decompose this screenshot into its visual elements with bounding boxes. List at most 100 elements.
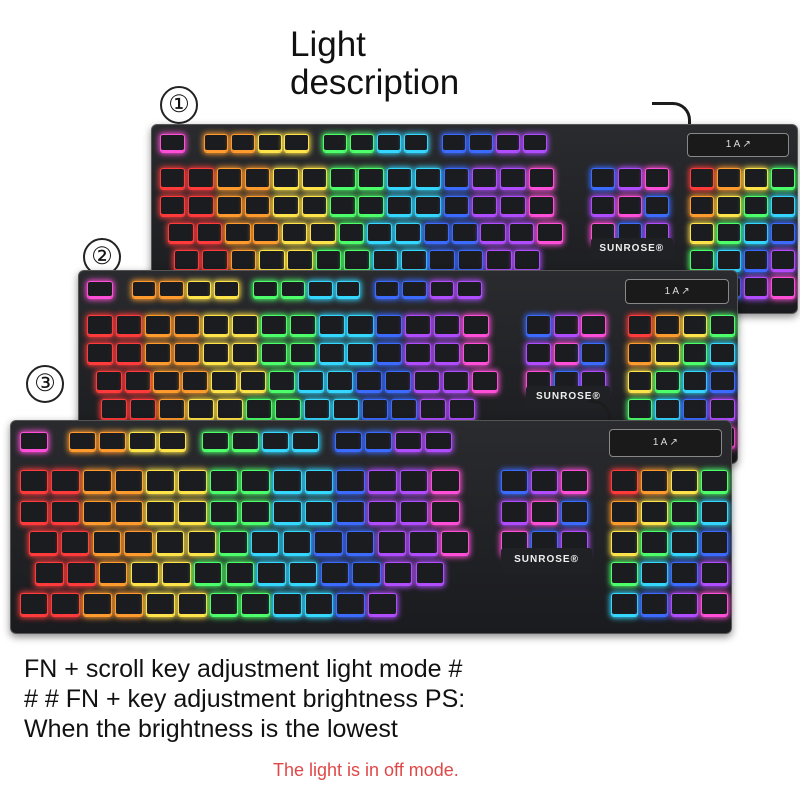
key — [241, 500, 270, 525]
key — [182, 370, 209, 393]
key — [178, 500, 207, 525]
key — [153, 370, 180, 393]
key — [377, 531, 407, 556]
key — [304, 469, 334, 495]
key — [173, 343, 200, 366]
keyboard-cable — [588, 400, 611, 423]
key — [368, 469, 397, 495]
key — [611, 500, 639, 525]
key — [98, 561, 128, 587]
key — [701, 500, 729, 525]
marker-1: ① — [160, 86, 198, 124]
key — [414, 370, 441, 393]
key — [385, 370, 412, 393]
key — [273, 469, 302, 495]
key — [386, 195, 413, 218]
key — [114, 592, 144, 618]
key — [260, 315, 287, 338]
key — [431, 469, 460, 495]
key — [130, 398, 157, 421]
key — [368, 500, 397, 525]
key — [689, 222, 714, 245]
key — [405, 315, 432, 338]
key — [463, 343, 490, 366]
key — [168, 222, 194, 245]
key — [500, 168, 526, 190]
key — [434, 343, 461, 366]
key — [358, 168, 384, 190]
key — [553, 315, 579, 338]
key — [196, 222, 223, 245]
key — [253, 280, 278, 300]
key — [500, 195, 526, 218]
key — [98, 431, 126, 453]
key — [716, 222, 741, 245]
title-line-1: Light — [290, 25, 366, 64]
key — [644, 195, 669, 218]
key — [457, 250, 484, 272]
key — [280, 280, 306, 300]
key — [202, 315, 229, 338]
key — [590, 195, 615, 218]
key — [19, 469, 49, 495]
key — [352, 561, 381, 587]
key — [173, 250, 200, 272]
key — [159, 195, 186, 218]
key — [356, 370, 383, 393]
key — [514, 250, 541, 272]
key — [257, 134, 282, 153]
key — [244, 168, 271, 190]
key — [431, 500, 460, 525]
key — [710, 370, 735, 393]
key — [641, 531, 669, 556]
key — [281, 222, 308, 245]
brand-logo: SUNROSE® — [500, 548, 593, 573]
key — [743, 222, 768, 245]
key — [641, 500, 669, 525]
key — [716, 250, 741, 272]
key — [701, 592, 729, 618]
key — [241, 592, 270, 618]
key — [68, 431, 96, 453]
key — [273, 195, 299, 218]
key — [273, 168, 299, 190]
key — [273, 500, 302, 525]
key — [443, 195, 470, 218]
key — [193, 561, 223, 587]
key — [409, 531, 438, 556]
caption-line-1: FN + scroll key adjustment light mode # — [24, 655, 463, 683]
key — [92, 531, 121, 556]
key — [376, 134, 401, 153]
key — [315, 250, 342, 272]
key — [770, 277, 795, 299]
key — [701, 531, 729, 556]
key — [261, 431, 289, 453]
key — [682, 398, 708, 421]
key — [95, 370, 122, 393]
key — [671, 592, 699, 618]
key — [225, 561, 255, 587]
key — [429, 280, 455, 300]
key — [590, 168, 615, 190]
key — [241, 469, 270, 495]
key — [35, 561, 64, 587]
key — [655, 370, 680, 393]
key — [522, 134, 547, 153]
key — [19, 431, 49, 453]
key — [86, 343, 113, 366]
key — [310, 222, 336, 245]
key — [403, 134, 428, 153]
key — [269, 370, 296, 393]
key — [468, 134, 494, 153]
key — [83, 500, 112, 525]
key — [338, 222, 365, 245]
key — [219, 531, 248, 556]
key — [689, 250, 714, 272]
key — [716, 195, 741, 218]
key — [457, 280, 482, 300]
key — [114, 469, 144, 495]
key — [710, 343, 735, 366]
key — [528, 195, 555, 218]
key — [19, 592, 49, 618]
key — [434, 315, 461, 338]
